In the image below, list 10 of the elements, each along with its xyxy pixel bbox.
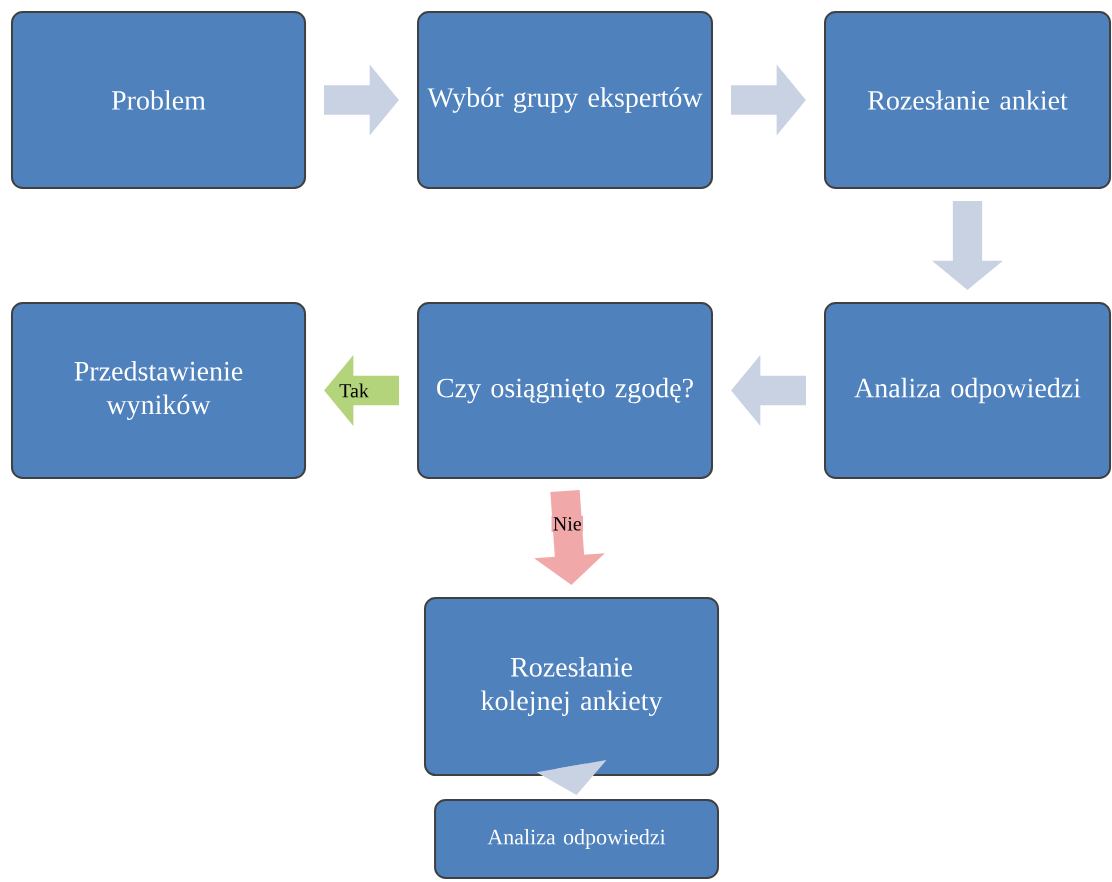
process-box: Problem bbox=[10, 11, 307, 189]
process-box: Czy osiągnięto zgodę? bbox=[417, 302, 713, 479]
edge-label: Tak bbox=[339, 383, 369, 398]
process-box: Analiza odpowiedzi bbox=[434, 799, 719, 879]
process-box: Rozesłanie kolejnej ankiety bbox=[424, 596, 720, 777]
process-box: Analiza odpowiedzi bbox=[824, 302, 1112, 479]
process-box: Wybór grupy ekspertów bbox=[417, 11, 713, 189]
process-box: Rozesłanie ankiet bbox=[824, 11, 1112, 189]
edge-label: Nie bbox=[553, 517, 581, 531]
process-box: Przedstawienie wyników bbox=[10, 302, 307, 479]
